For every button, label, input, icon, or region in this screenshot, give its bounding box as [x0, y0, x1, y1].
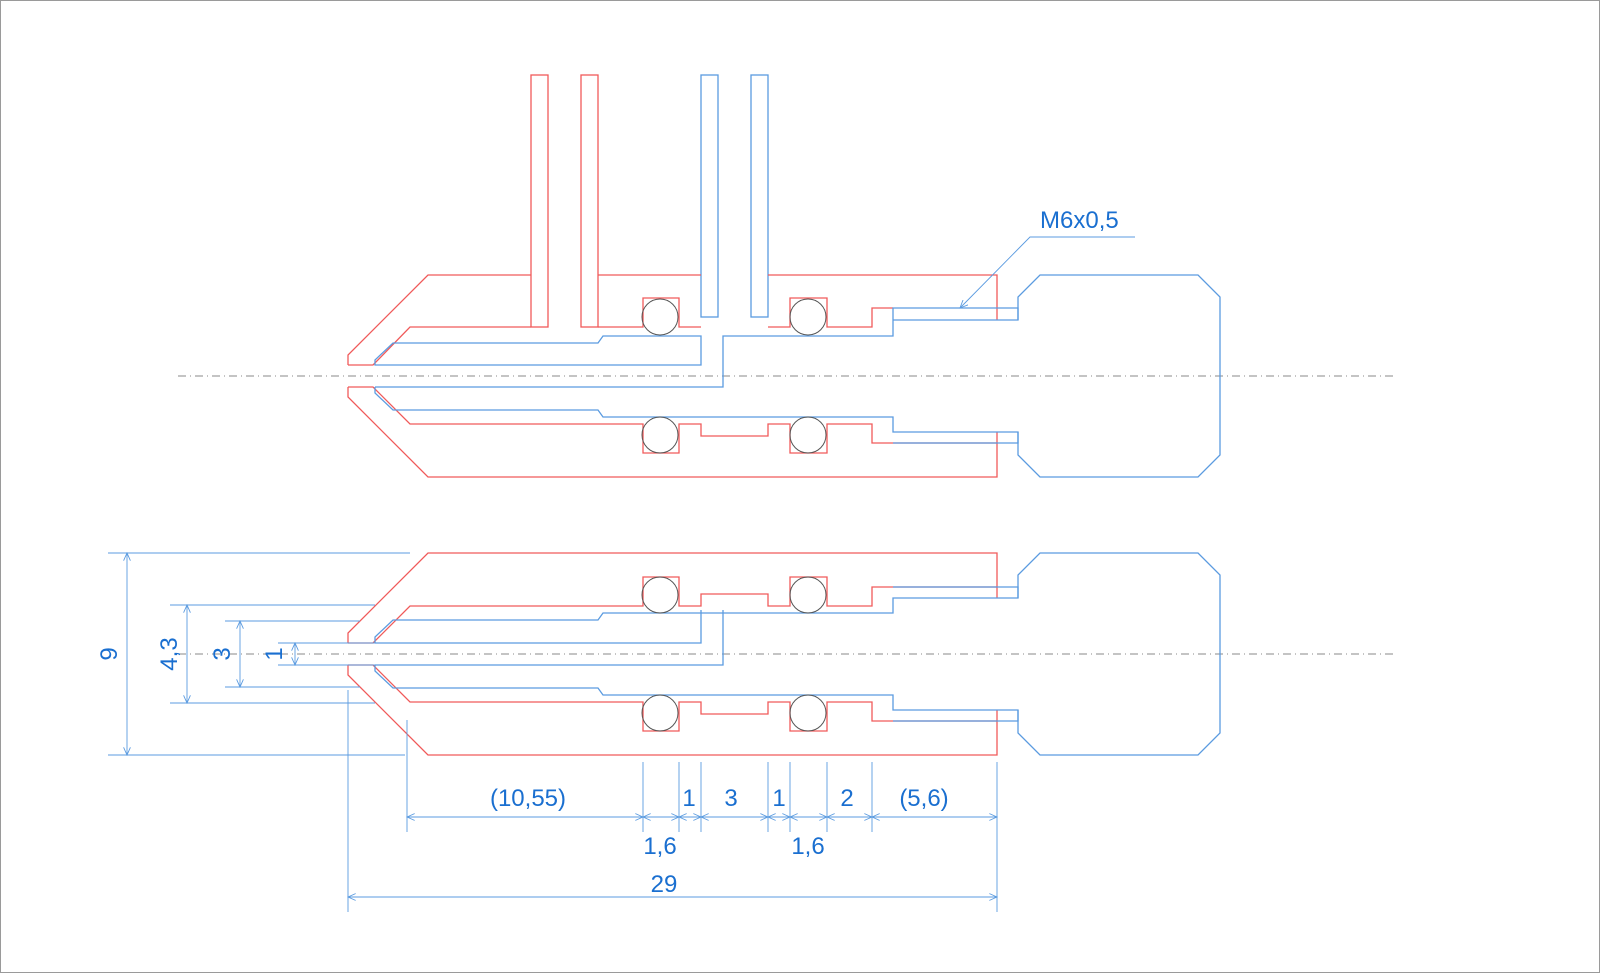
blue-tube-2: [750, 74, 769, 318]
thread-callout: M6x0,5: [1040, 207, 1119, 234]
red-tube-1: [530, 74, 549, 328]
dim-4-3: 4,3: [156, 637, 183, 670]
dim-9: 9: [96, 647, 123, 660]
top-assembly-view: M6x0,5: [178, 74, 1395, 478]
dim-1: 1: [261, 647, 288, 660]
thread-leader: [960, 236, 1135, 308]
o-ring: [789, 298, 827, 336]
dim-2: 2: [840, 785, 853, 812]
dim-5-6: (5,6): [899, 785, 948, 812]
blue-tube-1: [700, 74, 719, 318]
red-tube-2: [580, 74, 599, 328]
dim-10-55: (10,55): [490, 785, 566, 812]
dim-3-groove: 3: [724, 785, 737, 812]
dim-29: 29: [651, 871, 678, 898]
dim-1-right: 1: [772, 785, 785, 812]
dim-1-6-right: 1,6: [791, 833, 824, 860]
dim-1-6-left: 1,6: [643, 833, 676, 860]
o-ring: [641, 298, 679, 336]
bottom-assembly-view: 9 4,3 3 1 (10,55) 1 3 1 2 (5,6) 1,6 1,6 …: [96, 553, 1395, 912]
dim-1-left: 1: [682, 785, 695, 812]
dim-3: 3: [209, 647, 236, 660]
